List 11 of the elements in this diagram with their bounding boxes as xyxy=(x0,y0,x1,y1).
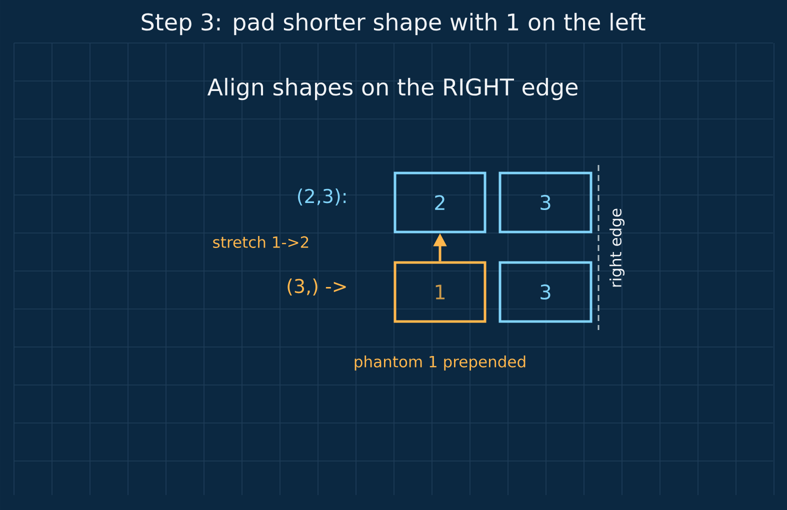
title: Step 3: pad shorter shape with 1 on the left xyxy=(142,12,646,36)
shape-label: (2,3): xyxy=(298,188,346,206)
number-box: 2 xyxy=(394,172,486,234)
shape-label: (3,) -> xyxy=(288,278,346,296)
note: stretch 1->2 xyxy=(213,236,308,248)
note: phantom 1 prepended xyxy=(354,355,526,370)
number-box: 3 xyxy=(498,172,592,234)
number-box: 3 xyxy=(498,261,592,323)
phantom-box: 1 xyxy=(394,261,486,323)
line-caption: right edge xyxy=(610,208,624,287)
subtitle: Align shapes on the RIGHT edge xyxy=(207,78,578,100)
